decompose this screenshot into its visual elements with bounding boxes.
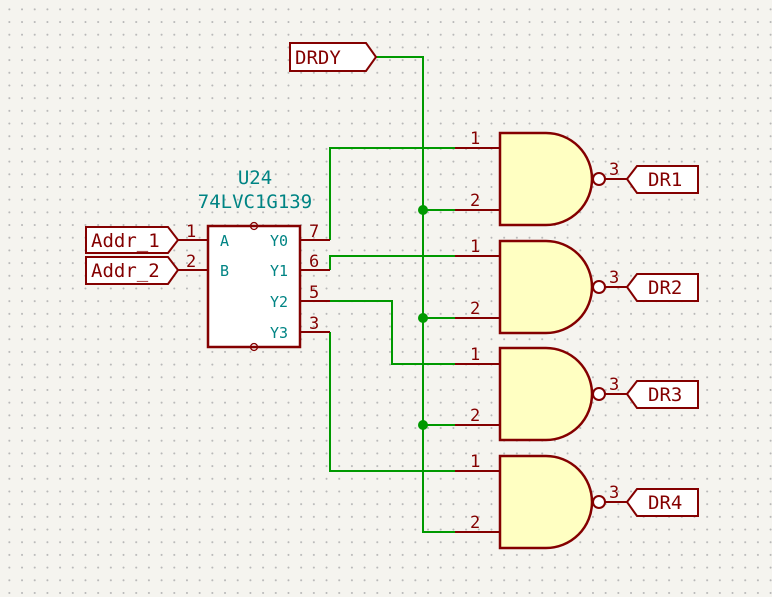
pin-y1-name: Y1 xyxy=(270,262,288,280)
pin-b-name: B xyxy=(220,262,229,280)
gate4-out-number: 3 xyxy=(609,483,619,503)
nand-gate-1[interactable]: 1 2 3 xyxy=(455,129,627,227)
label-dr1-outline xyxy=(625,165,699,194)
pin-y3-name: Y3 xyxy=(270,324,288,342)
label-dr2-text: DR2 xyxy=(648,277,682,299)
nand-gate-4[interactable]: 1 2 3 xyxy=(455,452,627,550)
nand-gate-3[interactable]: 1 2 3 xyxy=(455,345,627,442)
label-addr1-text: Addr_1 xyxy=(91,230,160,252)
label-dr4[interactable]: DR4 xyxy=(625,488,699,517)
pin-y0-name: Y0 xyxy=(270,232,288,250)
gate4-body xyxy=(498,454,594,550)
wire-drdy-bus xyxy=(376,56,455,533)
label-addr1[interactable]: Addr_1 xyxy=(85,226,180,254)
junction-dot xyxy=(418,420,428,430)
wire-y3 xyxy=(329,332,455,472)
gate2-in1-number: 1 xyxy=(470,237,480,257)
wires xyxy=(329,56,455,533)
label-dr1[interactable]: DR1 xyxy=(625,165,699,194)
wire-y2 xyxy=(330,300,455,365)
pin-a-number: 1 xyxy=(186,222,196,242)
decoder-u24[interactable]: U24 74LVC1G139 A B Y0 Y1 Y2 Y3 1 2 7 6 5… xyxy=(178,167,330,352)
pin-y2-name: Y2 xyxy=(270,293,288,311)
label-addr2-text: Addr_2 xyxy=(91,260,160,282)
gate1-out-number: 3 xyxy=(609,160,619,180)
label-dr3-outline xyxy=(625,380,699,409)
gate3-in2-number: 2 xyxy=(470,406,480,426)
gate1-in2-number: 2 xyxy=(470,191,480,211)
gate1-output-bubble xyxy=(592,172,606,186)
decoder-bottom-marker xyxy=(249,342,259,352)
wire-y1 xyxy=(329,255,455,270)
label-dr4-outline xyxy=(625,488,699,517)
gate2-body xyxy=(498,239,594,335)
decoder-reference: U24 xyxy=(238,167,272,189)
gate1-body xyxy=(498,131,594,227)
pin-a-name: A xyxy=(220,232,229,250)
junctions xyxy=(418,205,428,430)
label-dr3[interactable]: DR3 xyxy=(625,380,699,409)
label-dr3-text: DR3 xyxy=(648,384,682,406)
pin-y1-number: 6 xyxy=(309,252,319,272)
label-drdy-outline xyxy=(289,42,378,72)
label-drdy-text: DRDY xyxy=(295,47,341,69)
nand-gate-2[interactable]: 1 2 3 xyxy=(455,237,627,335)
gate3-out-number: 3 xyxy=(609,375,619,395)
label-dr1-text: DR1 xyxy=(648,169,682,191)
decoder-top-marker xyxy=(249,221,259,231)
label-dr2-outline xyxy=(625,273,699,302)
label-addr2-outline xyxy=(85,256,180,285)
pin-y3-number: 3 xyxy=(309,314,319,334)
junction-dot xyxy=(418,313,428,323)
gate1-in1-number: 1 xyxy=(470,129,480,149)
gate2-output-bubble xyxy=(592,280,606,294)
label-addr1-outline xyxy=(85,226,180,254)
pin-y0-number: 7 xyxy=(309,222,319,242)
label-addr2[interactable]: Addr_2 xyxy=(85,256,180,285)
gate2-out-number: 3 xyxy=(609,268,619,288)
label-drdy[interactable]: DRDY xyxy=(289,42,378,72)
gate4-in1-number: 1 xyxy=(470,452,480,472)
gate3-output-bubble xyxy=(592,387,606,401)
pin-y2-number: 5 xyxy=(309,283,319,303)
gate3-in1-number: 1 xyxy=(470,345,480,365)
gate2-in2-number: 2 xyxy=(470,299,480,319)
label-dr2[interactable]: DR2 xyxy=(625,273,699,302)
junction-dot xyxy=(418,205,428,215)
gate4-output-bubble xyxy=(592,495,606,509)
wire-y0 xyxy=(329,147,455,240)
label-dr4-text: DR4 xyxy=(648,492,682,514)
decoder-value: 74LVC1G139 xyxy=(198,191,312,213)
decoder-body xyxy=(206,224,302,349)
gate3-body xyxy=(498,346,594,442)
gate4-in2-number: 2 xyxy=(470,513,480,533)
pin-b-number: 2 xyxy=(186,252,196,272)
